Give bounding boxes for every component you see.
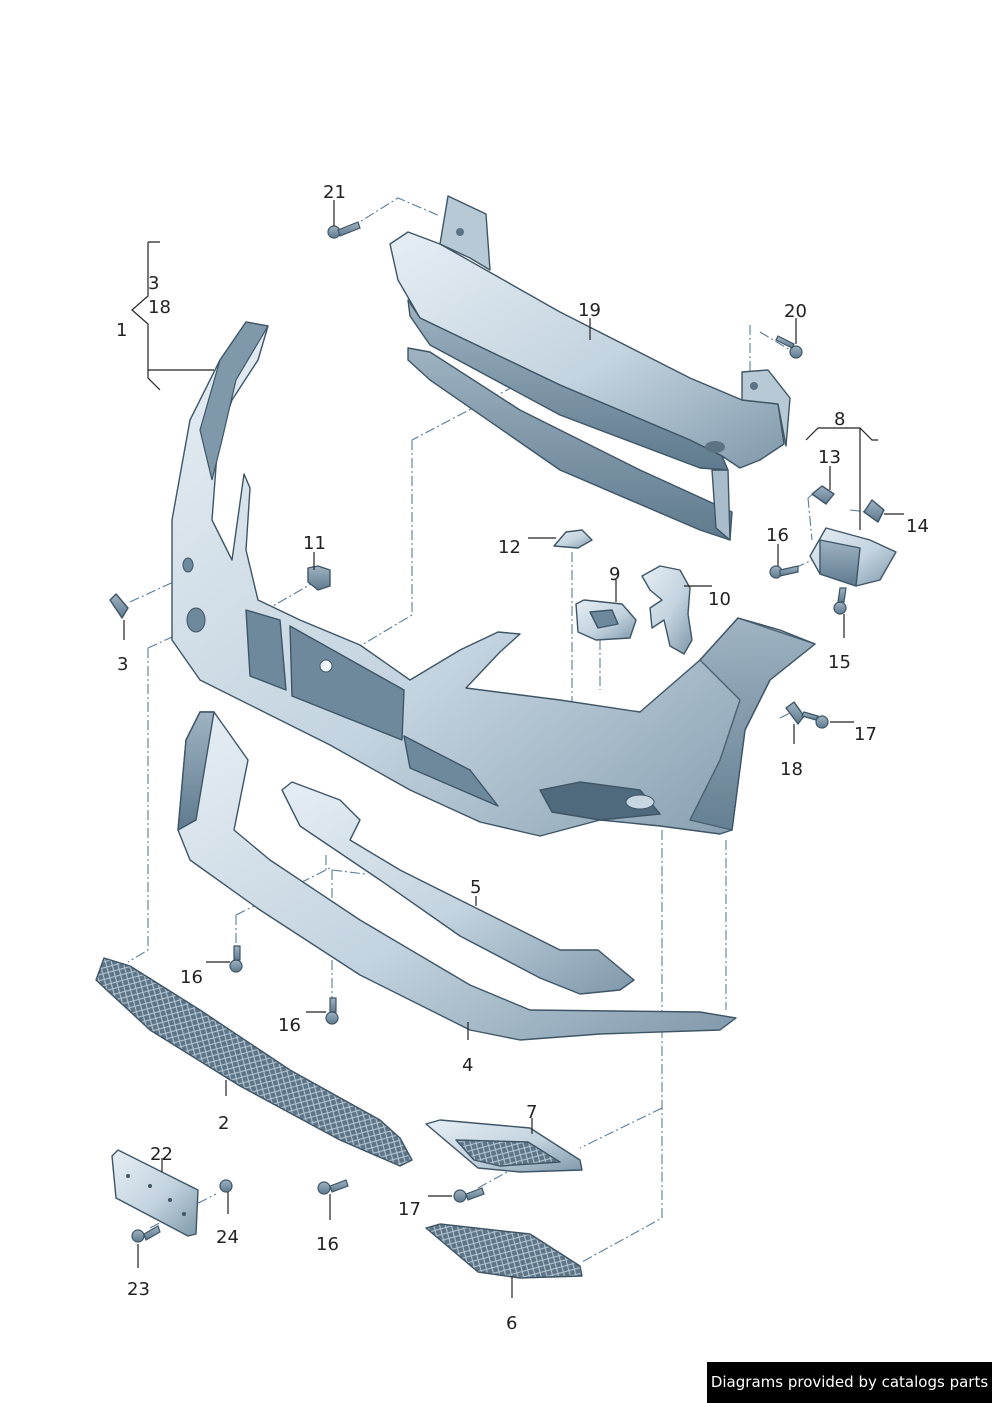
callout-18: 18 <box>780 759 803 780</box>
clip-13 <box>811 485 835 505</box>
screw-17-right <box>801 711 829 729</box>
callout-10: 10 <box>708 589 731 610</box>
screw-16-b <box>325 997 339 1025</box>
callout-8: 8 <box>834 409 845 430</box>
fog-trim-left <box>425 1223 583 1279</box>
callout-16-b: 16 <box>278 1015 301 1036</box>
screw-16-c <box>317 1179 349 1195</box>
screw-21 <box>327 221 361 239</box>
clip-14 <box>863 499 885 523</box>
callout-17-lower: 17 <box>398 1199 421 1220</box>
washer-nozzle-holder <box>575 599 637 641</box>
clip-11 <box>307 565 331 591</box>
credit-banner: Diagrams provided by catalogs parts <box>707 1362 992 1403</box>
callout-1: 1 <box>116 320 127 341</box>
washer-jet-cover <box>553 529 593 549</box>
callout-3: 3 <box>117 654 128 675</box>
callout-15: 15 <box>828 652 851 673</box>
screw-16-right <box>769 565 799 579</box>
callout-7: 7 <box>526 1102 537 1123</box>
callout-20: 20 <box>784 301 807 322</box>
clip-18 <box>785 701 805 725</box>
callout-11: 11 <box>303 533 326 554</box>
callout-22: 22 <box>150 1144 173 1165</box>
callout-4: 4 <box>462 1055 473 1076</box>
bumper-cover <box>171 321 816 837</box>
license-plate-bracket <box>111 1149 199 1237</box>
callout-9: 9 <box>609 564 620 585</box>
callout-24: 24 <box>216 1227 239 1248</box>
bumper-reinforcement <box>389 195 791 541</box>
nozzle-bracket <box>641 565 693 655</box>
callout-16-right: 16 <box>766 525 789 546</box>
screw-23 <box>131 1225 161 1243</box>
callout-16-a: 16 <box>180 967 203 988</box>
callout-17-right: 17 <box>854 724 877 745</box>
side-guide-bracket <box>809 527 897 587</box>
callout-6: 6 <box>506 1313 517 1334</box>
callout-16-c: 16 <box>316 1234 339 1255</box>
screws <box>131 221 847 1243</box>
callout-14: 14 <box>906 516 929 537</box>
callout-2: 2 <box>218 1113 229 1134</box>
nut-24 <box>219 1179 233 1193</box>
callout-23: 23 <box>127 1279 150 1300</box>
lower-grille <box>95 957 413 1167</box>
lower-spoiler <box>177 711 737 1041</box>
callout-21: 21 <box>323 182 346 203</box>
leader-lines <box>123 200 904 1298</box>
clip-3 <box>109 593 129 619</box>
callout-labels: 1 3 18 21 19 20 8 13 14 16 15 17 18 11 1… <box>116 182 929 1334</box>
callout-18-bracket: 18 <box>148 297 171 318</box>
screw-17-lower <box>453 1187 485 1203</box>
screw-20 <box>775 335 803 359</box>
screw-15 <box>833 587 847 615</box>
callout-19: 19 <box>578 300 601 321</box>
callout-13: 13 <box>818 447 841 468</box>
lower-trim-strip <box>281 781 635 995</box>
callout-12: 12 <box>498 537 521 558</box>
callout-3-bracket: 3 <box>148 273 159 294</box>
callout-5: 5 <box>470 877 481 898</box>
fog-trim-right <box>425 1119 583 1173</box>
screw-16-a <box>229 945 243 973</box>
